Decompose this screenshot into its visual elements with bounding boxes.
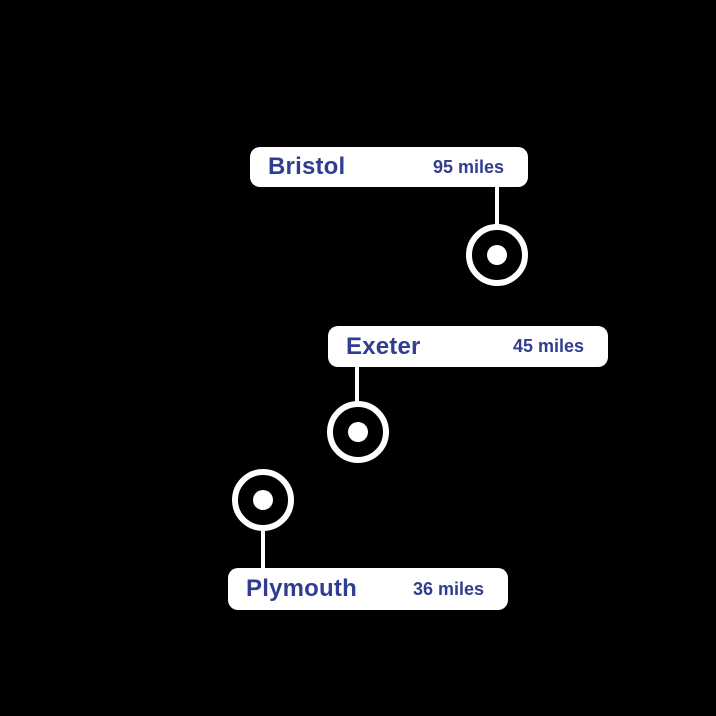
- city-name-exeter: Exeter: [346, 332, 421, 360]
- location-marker-icon-bristol: [466, 224, 528, 286]
- distance-label-exeter: 45 miles: [512, 336, 584, 356]
- city-label-pill-exeter: Exeter 45 miles: [328, 326, 608, 367]
- connector-line-bristol: [495, 186, 499, 226]
- marker-dot-bristol: [487, 245, 507, 265]
- distance-label-plymouth: 36 miles: [412, 578, 484, 599]
- connector-line-exeter: [355, 366, 359, 404]
- marker-dot-plymouth: [253, 490, 273, 510]
- location-marker-icon-exeter: [327, 401, 389, 463]
- city-label-pill-plymouth: Plymouth 36 miles: [228, 568, 508, 610]
- distance-label-bristol: 95 miles: [432, 156, 504, 177]
- location-marker-icon-plymouth: [232, 469, 294, 531]
- marker-dot-exeter: [348, 422, 368, 442]
- city-name-plymouth: Plymouth: [246, 575, 357, 602]
- connector-line-plymouth: [261, 529, 265, 570]
- city-label-pill-bristol: Bristol 95 miles: [250, 147, 528, 187]
- city-name-bristol: Bristol: [268, 153, 346, 180]
